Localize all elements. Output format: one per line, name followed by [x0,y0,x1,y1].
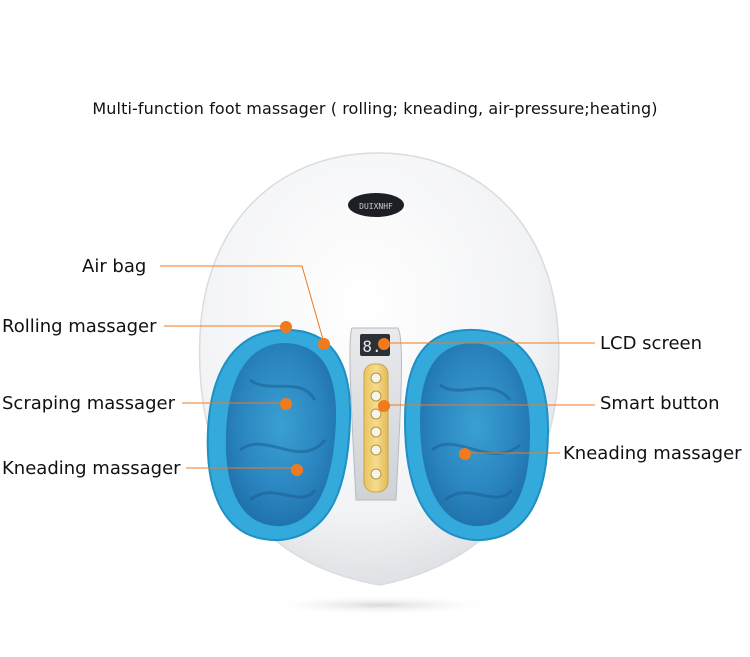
floor-shadow [260,595,500,615]
leader-lines [160,265,595,469]
marker-rolling-massager [280,321,292,333]
marker-air-bag [318,338,330,350]
callout-smart-button: Smart button [600,393,720,414]
left-foot-pad [206,328,352,542]
panel-button [370,426,382,438]
display-digit: 8. [362,337,381,356]
callout-air-bag: Air bag [82,256,147,277]
buttons [370,372,382,480]
marker-lcd-screen [378,338,390,350]
panel-button [370,372,382,384]
marker-smart-button [378,400,390,412]
callout-lcd-screen: LCD screen [600,333,703,354]
marker-scraping-massager [280,398,292,410]
marker-kneading-left [291,464,303,476]
callout-kneading-massager-left: Kneading massager [2,458,181,479]
panel-button [370,408,382,420]
brand-logo-text: DUIXNHF [359,202,393,211]
panel-button [370,390,382,402]
right-foot-pad [403,328,550,542]
callout-scraping-massager: Scraping massager [2,393,175,414]
brand-badge [348,193,404,217]
marker-kneading-right [459,448,471,460]
page-title: Multi-function foot massager ( rolling; … [92,99,658,118]
panel-button [370,468,382,480]
callout-kneading-massager-right: Kneading massager [563,443,742,464]
panel-button [370,444,382,456]
leader-air-bag [160,265,325,344]
callout-rolling-massager: Rolling massager [2,316,157,337]
marker-dots [280,321,471,476]
